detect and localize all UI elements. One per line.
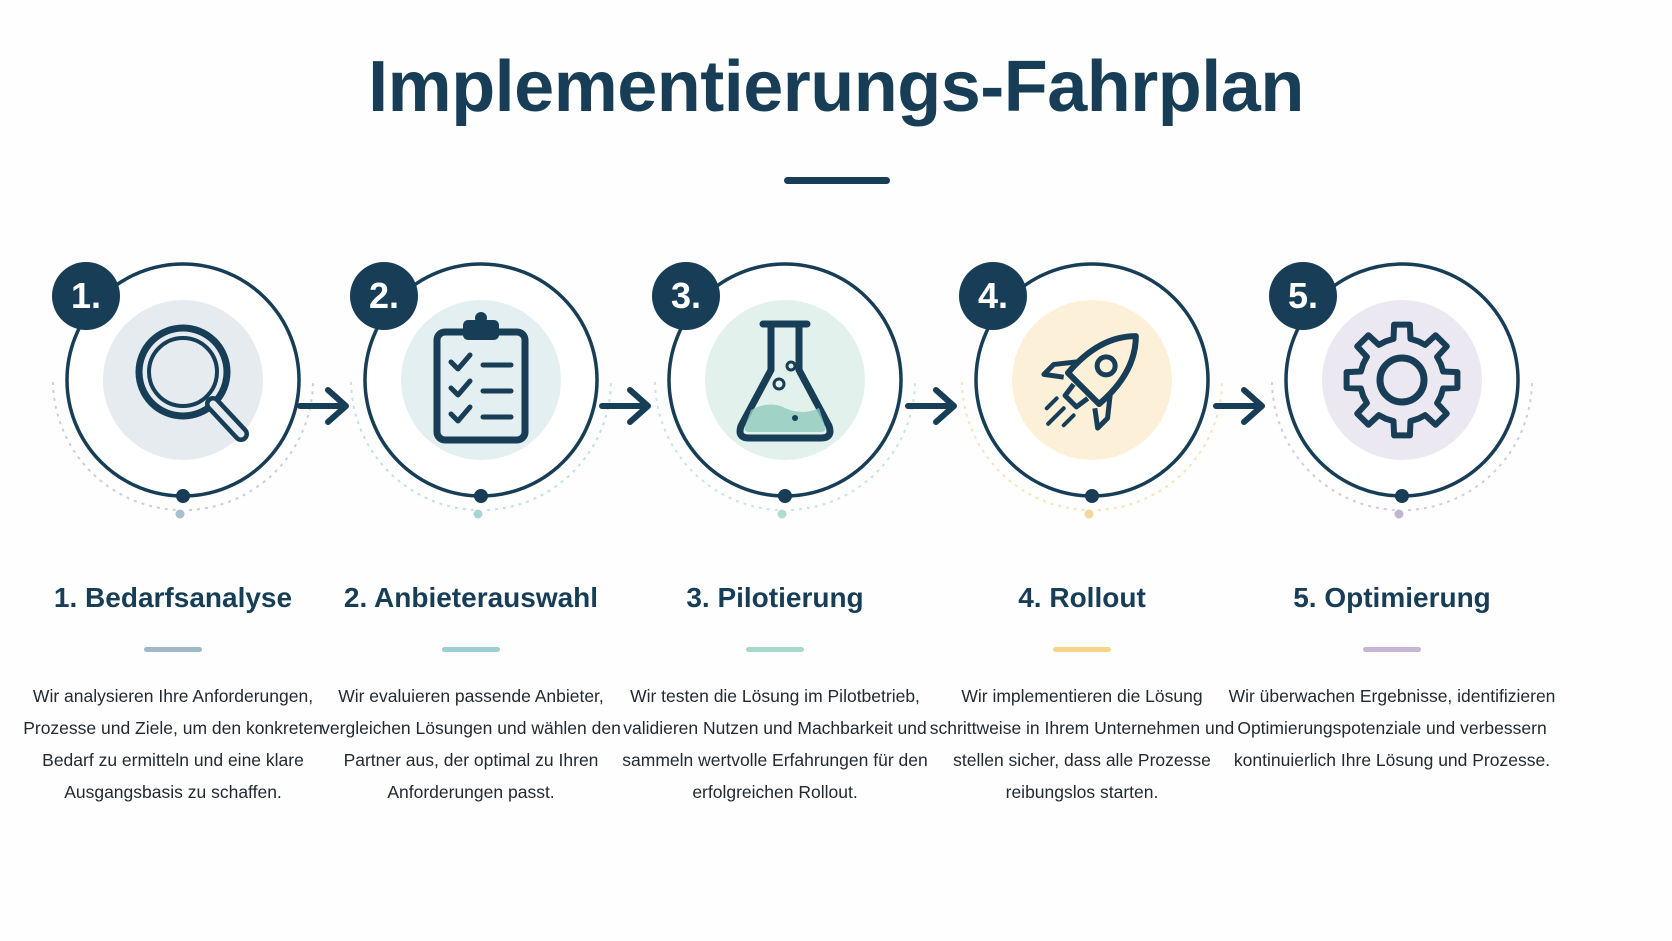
rocket-icon xyxy=(1041,333,1139,431)
step-icon-ring xyxy=(306,260,636,560)
arrow-right-icon xyxy=(296,386,352,431)
step-description: Wir testen die Lösung im Pilotbetrieb, v… xyxy=(622,686,928,802)
step-description: Wir implementieren die Lösung schrittwei… xyxy=(929,686,1235,802)
step-accent-bar xyxy=(1053,647,1111,652)
step-number-badge: 3. xyxy=(652,262,720,330)
step-icon-ring xyxy=(8,260,338,560)
step-description: Wir evaluieren passende Anbieter, vergle… xyxy=(321,686,621,802)
step-number-badge: 2. xyxy=(350,262,418,330)
step-title: 1. Bedarfsanalyse xyxy=(53,582,293,613)
step-accent-bar xyxy=(144,647,202,652)
step-number-badge: 4. xyxy=(959,262,1027,330)
arrow-right-icon xyxy=(904,386,960,431)
clipboard-checklist-icon xyxy=(433,312,529,444)
step-accent-bar xyxy=(1363,647,1421,652)
arrow-right-icon xyxy=(1212,386,1268,431)
step-accent-bar xyxy=(442,647,500,652)
step-title: 3. Pilotierung xyxy=(686,582,864,613)
step-title: 5. Optimierung xyxy=(1293,582,1491,613)
title-underline xyxy=(784,177,890,184)
step-title: 2. Anbieterauswahl xyxy=(343,582,599,613)
step-icon-ring xyxy=(917,260,1247,560)
arrow-right-icon xyxy=(598,386,654,431)
step-icon-ring xyxy=(610,260,940,560)
magnifier-icon xyxy=(135,324,249,442)
step-description: Wir überwachen Ergebnisse, identifiziere… xyxy=(1228,686,1556,770)
step-number-badge: 5. xyxy=(1269,262,1337,330)
step-number-badge: 1. xyxy=(52,262,120,330)
step-title: 4. Rollout xyxy=(1018,582,1146,613)
step-icon-ring xyxy=(1227,260,1557,560)
flask-icon xyxy=(736,320,834,442)
gear-icon xyxy=(1343,321,1461,439)
step-description: Wir analysieren Ihre Anforderungen, Proz… xyxy=(23,686,323,802)
page-title: Implementierungs-Fahrplan xyxy=(368,47,1304,127)
step-accent-bar xyxy=(746,647,804,652)
